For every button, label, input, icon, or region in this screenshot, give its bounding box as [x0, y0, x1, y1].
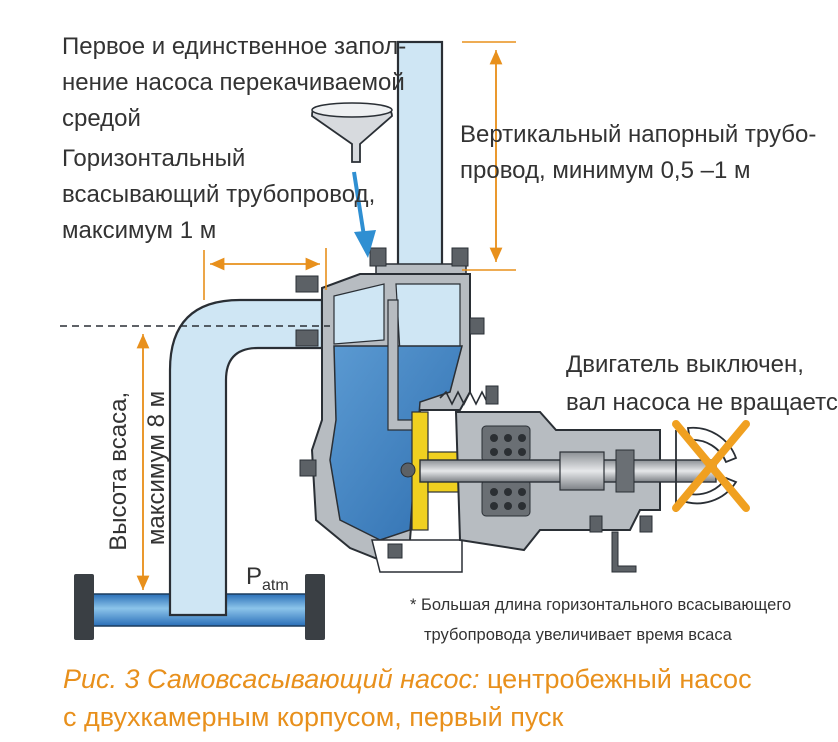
- pump-casing: [295, 247, 485, 573]
- label-vertical-pipe: Вертикальный напорный трубо- провод, мин…: [460, 121, 823, 184]
- label-suction-height: Высота всаса, максимум 8 м: [105, 385, 170, 551]
- caption-figure-label: Рис. 3 Самовсасывающий насос:: [63, 664, 480, 694]
- label-footnote: * Большая длина горизонтального всасываю…: [410, 596, 796, 644]
- dimension-suction: [60, 325, 330, 590]
- suction-pipe: [168, 298, 324, 617]
- dimension-horizontal: [203, 248, 327, 300]
- caption-text-line1: центробежный насос: [479, 664, 752, 694]
- label-horizontal-pipe: Горизонтальный всасывающий трубопровод, …: [62, 145, 382, 244]
- figure-caption: Рис. 3 Самовсасывающий насос: центробежн…: [63, 660, 833, 736]
- fill-arrow: [352, 171, 376, 258]
- dimension-discharge: [462, 41, 516, 271]
- funnel-icon: [311, 102, 393, 163]
- caption-text-line2: с двухкамерным корпусом, первый пуск: [63, 702, 564, 732]
- stopped-cross-icon: [672, 420, 750, 512]
- label-motor-off: Двигатель выключен, вал насоса не вращае…: [566, 351, 838, 416]
- pump-diagram: Первое и единственное запол- нение насос…: [60, 33, 838, 644]
- label-first-fill: Первое и единственное запол- нение насос…: [62, 33, 413, 132]
- label-patm: Patm: [246, 563, 289, 594]
